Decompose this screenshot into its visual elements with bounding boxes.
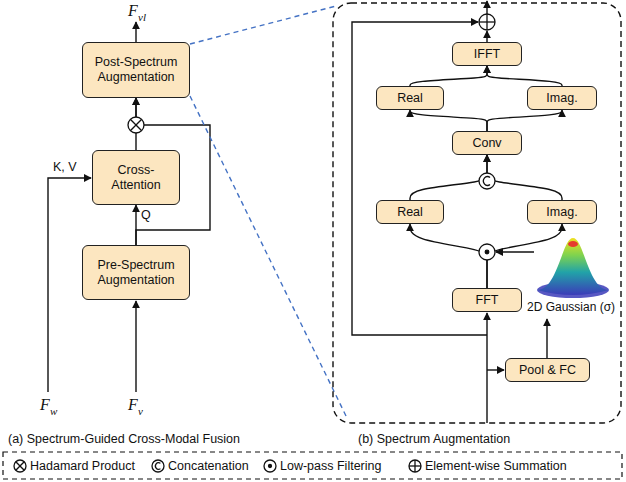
branch-wire [487, 369, 504, 370]
legend-sample [152, 460, 164, 472]
connector [487, 66, 562, 86]
label: F [128, 2, 138, 20]
connector [487, 155, 562, 200]
process-box: Post-Spectrum Augmentation [82, 42, 190, 98]
connector [410, 66, 487, 86]
param-arrow [546, 319, 547, 358]
process-box: Real [376, 86, 444, 110]
summation-symbol [479, 14, 495, 30]
box-label: Real [397, 205, 423, 220]
box-label: IFFT [474, 47, 500, 62]
legend-text: Concatenation [168, 459, 249, 473]
process-box: Imag. [527, 200, 597, 224]
process-box: FFT [452, 288, 522, 312]
lowpass-symbol [479, 244, 495, 260]
process-box: IFFT [452, 42, 522, 66]
label: vl [138, 11, 146, 23]
edge-label: Q [141, 208, 151, 222]
legend-sample [14, 460, 26, 472]
legend-frame [3, 452, 622, 479]
box-label: Real [397, 91, 423, 106]
label: F [128, 396, 138, 414]
process-box: Cross-Attention [92, 150, 180, 205]
connector [487, 224, 562, 288]
label: (b) Spectrum Augmentation [358, 432, 510, 446]
legend-text: Hadamard Product [30, 459, 135, 473]
concat-symbol [479, 173, 495, 189]
label: v [138, 405, 143, 417]
zoom-line [190, 6, 336, 44]
box-label: Post-Spectrum Augmentation [87, 55, 185, 85]
legend-sample [264, 460, 276, 472]
process-box: Imag. [527, 86, 597, 110]
filter-arrow [496, 251, 534, 252]
connector [410, 224, 487, 288]
connector [410, 155, 487, 200]
box-label: Cross-Attention [97, 163, 175, 193]
process-box: Conv [452, 131, 522, 155]
legend-text: Low-pass Filtering [280, 459, 381, 473]
input-wire [135, 301, 136, 392]
legend-sample [409, 460, 421, 472]
process-box: Pool & FC [505, 358, 590, 382]
input-wire [486, 313, 487, 423]
output-arrow [135, 22, 136, 42]
process-box: Pre-Spectrum Augmentation [82, 245, 190, 300]
label: 2D Gaussian (σ) [527, 300, 615, 314]
label: w [50, 405, 57, 417]
connector [410, 110, 487, 131]
panel-frame [333, 3, 621, 423]
box-label: Imag. [546, 205, 577, 220]
label: K, V [53, 160, 77, 174]
box-label: Pool & FC [519, 363, 576, 378]
process-box: Real [376, 200, 444, 224]
box-label: Conv [472, 136, 501, 151]
hadamard-symbol [128, 117, 144, 133]
label: F [40, 396, 50, 414]
box-label: FFT [476, 293, 499, 308]
gaussian-surface [537, 238, 609, 298]
label: (a) Spectrum-Guided Cross-Modal Fusion [8, 432, 240, 446]
zoom-line [190, 96, 347, 418]
sum-arrow [486, 31, 487, 42]
connector [487, 110, 562, 131]
box-label: Pre-Spectrum Augmentation [87, 258, 185, 288]
box-label: Imag. [546, 91, 577, 106]
legend-text: Element-wise Summation [425, 459, 567, 473]
